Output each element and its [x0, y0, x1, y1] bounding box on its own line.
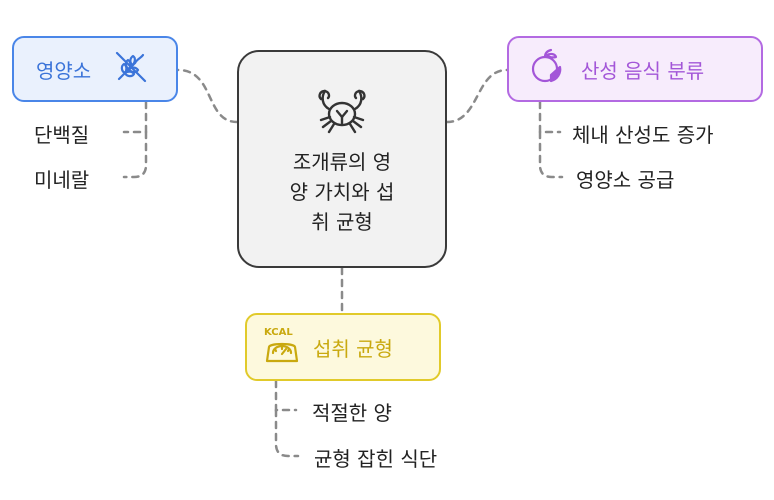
intake-balance-title: 섭취 균형 [313, 336, 393, 361]
connector-acid-supply [538, 130, 564, 179]
kcal-label: KCAL [264, 327, 293, 338]
intake-balance-node: KCAL 섭취 균형 [245, 313, 441, 381]
connector-center-acid [445, 68, 509, 124]
crab-icon [312, 81, 372, 141]
connector-acid-acidity [538, 100, 562, 134]
center-topic-node: 조개류의 영 양 가치와 섭 취 균형 [237, 50, 447, 268]
intake-item-amount: 적절한 양 [312, 401, 392, 425]
nutrients-item-mineral: 미네랄 [34, 168, 90, 192]
connector-center-nutrients [176, 68, 239, 124]
connector-intake-amount [274, 379, 298, 412]
acid-food-node: 산성 음식 분류 [507, 36, 763, 102]
connector-nutrients-mineral [122, 130, 148, 179]
acid-food-item-acidity: 체내 산성도 증가 [572, 123, 714, 147]
nutrients-title: 영양소 [36, 58, 92, 83]
citrus-fruit-icon [527, 47, 567, 91]
center-line-2: 양 가치와 섭 [289, 180, 395, 204]
connector-nutrients-protein [122, 100, 148, 134]
no-grain-icon [111, 47, 151, 91]
nutrients-node: 영양소 [12, 36, 178, 102]
acid-food-title: 산성 음식 분류 [581, 58, 705, 83]
center-line-1: 조개류의 영 [292, 150, 392, 174]
center-line-3: 취 균형 [311, 210, 373, 234]
intake-item-diet: 균형 잡힌 식단 [314, 447, 438, 471]
center-topic-label: 조개류의 영 양 가치와 섭 취 균형 [267, 147, 417, 237]
nutrients-item-protein: 단백질 [34, 123, 90, 147]
kcal-scale-icon: KCAL [263, 323, 301, 371]
acid-food-item-supply: 영양소 공급 [576, 168, 675, 192]
connector-intake-diet [274, 408, 300, 458]
